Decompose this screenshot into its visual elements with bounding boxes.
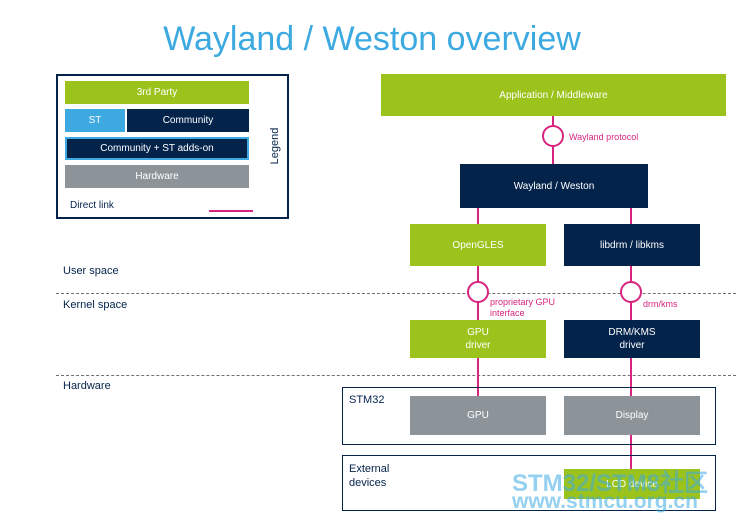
gpu-driver-line2: driver — [465, 340, 491, 351]
link-drm-driver-display — [630, 358, 632, 396]
watermark-line2: www.stmcu.org.cn — [512, 490, 698, 513]
legend-third-party: 3rd Party — [65, 81, 249, 104]
legend-direct-link-label: Direct link — [70, 200, 114, 211]
opengles-block: OpenGLES — [410, 224, 546, 266]
page-title: Wayland / Weston overview — [163, 20, 581, 58]
legend-st: ST — [65, 109, 125, 132]
link-gpu-driver-gpu — [477, 358, 479, 396]
gpu-interface-text: proprietary GPU interface — [490, 297, 556, 318]
libdrm-libkms-block: libdrm / libkms — [564, 224, 700, 266]
legend-community-st: Community + ST adds-on — [65, 137, 249, 160]
drm-driver-line1: DRM/KMS — [608, 327, 656, 338]
stm32-label: STM32 — [349, 394, 385, 406]
external-devices-label: External devices — [349, 462, 389, 490]
display-hardware-block: Display — [564, 396, 700, 435]
user-kernel-separator — [56, 293, 736, 294]
legend-hardware: Hardware — [65, 165, 249, 188]
drm-driver-line2: driver — [619, 340, 645, 351]
wayland-protocol-label: Wayland protocol — [569, 132, 639, 142]
gpu-interface-icon — [467, 281, 489, 303]
drm-kms-link-label: drm/kms — [643, 299, 678, 309]
wayland-protocol-interface-icon — [542, 125, 564, 147]
drm-kms-driver-block: DRM/KMS driver — [564, 320, 700, 358]
external-devices-line1: External — [349, 463, 390, 475]
link-weston-opengles — [477, 208, 479, 224]
legend-community: Community — [127, 109, 249, 132]
external-devices-line2: devices — [349, 477, 387, 489]
kernel-hardware-separator — [56, 375, 736, 376]
legend-box: 3rd Party ST Community Community + ST ad… — [56, 74, 289, 219]
external-devices-frame — [342, 455, 716, 511]
gpu-interface-label: proprietary GPU interface — [490, 297, 560, 319]
gpu-driver-line1: GPU — [467, 327, 489, 338]
user-space-label: User space — [63, 265, 119, 277]
gpu-hardware-block: GPU — [410, 396, 546, 435]
hardware-label: Hardware — [63, 380, 111, 392]
link-weston-libdrm — [630, 208, 632, 224]
legend-label: Legend — [269, 127, 281, 165]
kernel-space-label: Kernel space — [63, 299, 128, 311]
application-middleware-block: Application / Middleware — [381, 74, 726, 116]
watermark-line1: STM32/STM8社区 — [512, 470, 709, 497]
wayland-weston-block: Wayland / Weston — [460, 164, 648, 208]
stm32-frame — [342, 387, 716, 445]
gpu-driver-block: GPU driver — [410, 320, 546, 358]
drm-kms-interface-icon — [620, 281, 642, 303]
legend-direct-link-line — [209, 210, 253, 212]
link-display-lcd — [630, 435, 632, 469]
lcd-device-block: LCD device — [564, 469, 700, 499]
